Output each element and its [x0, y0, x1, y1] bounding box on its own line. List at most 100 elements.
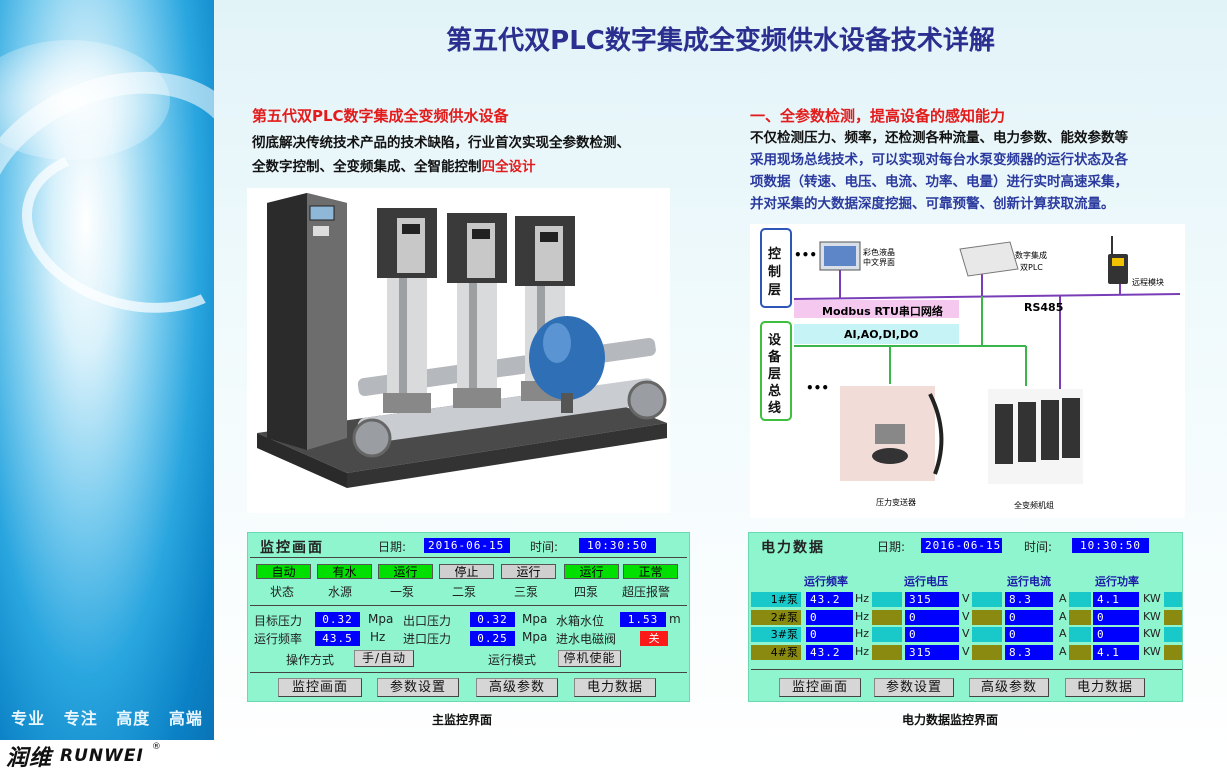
pump2-freq: 0 [806, 610, 853, 625]
row3-spacer-b [972, 627, 1002, 642]
logo-cn: 润维 [6, 745, 53, 771]
left-line-1: 彻底解决传统技术产品的技术缺陷，行业首次实现全参数检测、 [252, 135, 630, 151]
right-heading: 一、全参数检测，提高设备的感知能力 [750, 107, 1006, 125]
pump4-power-unit: KW [1143, 645, 1161, 658]
header-voltage: 运行电压 [904, 575, 948, 588]
pump1-power: 4.1 [1093, 592, 1139, 607]
target-pressure-value[interactable]: 0.32 [315, 612, 360, 627]
outlet-pressure-unit: Mpa [522, 612, 548, 626]
left-heading: 第五代双PLC数字集成全变频供水设备 [252, 107, 509, 125]
power-nav-power-button[interactable]: 电力数据 [1065, 678, 1145, 697]
row1-spacer-d [1164, 592, 1182, 607]
row3-spacer-d [1164, 627, 1182, 642]
row4-spacer-d [1164, 645, 1182, 660]
logo-en: RUNWEI [60, 745, 144, 766]
status-pump4: 运行 [564, 564, 619, 579]
pump1-current-unit: A [1059, 592, 1067, 605]
pump-name-1: 1#泵 [751, 592, 801, 607]
pump-name-2: 2#泵 [751, 610, 801, 625]
row2-spacer-b [972, 610, 1002, 625]
pump-name-3: 3#泵 [751, 627, 801, 642]
monitor-date-label: 日期: [378, 540, 407, 554]
left-line-2: 全数字控制、全变频集成、全智能控制四全设计 [252, 155, 712, 179]
touch-label-1: 彩色液晶 [863, 248, 895, 257]
tank-level-unit: m [669, 612, 681, 626]
monitor-time-label: 时间: [530, 540, 559, 554]
label-pump4: 四泵 [574, 585, 599, 599]
right-line-4: 并对采集的大数据深度挖掘、可靠预警、创新计算获取流量。 [750, 196, 1115, 212]
nav-monitor-button[interactable]: 监控画面 [278, 678, 362, 697]
row4-spacer-c [1069, 645, 1091, 660]
control-layer-label: 控制层 [768, 247, 782, 298]
pump3-volt: 0 [905, 627, 959, 642]
device-layer-label: 设备层总线 [768, 333, 782, 416]
power-nav-advanced-button[interactable]: 高级参数 [969, 678, 1049, 697]
row4-spacer-b [972, 645, 1002, 660]
ellipsis-bottom: ••• [806, 381, 830, 395]
pump1-current: 8.3 [1005, 592, 1053, 607]
tank-level-label: 水箱水位 [556, 614, 605, 628]
nav-power-button[interactable]: 电力数据 [574, 678, 656, 697]
registered-mark: ® [151, 742, 161, 752]
system-architecture-diagram: 控制层 设备层总线 ••• ••• 彩色液晶 中文界面 数字集成 双PLC 远程… [750, 224, 1185, 518]
pump2-current-unit: A [1059, 610, 1067, 623]
main-monitor-screen: 监控画面 日期: 2016-06-15 时间: 10:30:50 自动 有水 运… [247, 532, 690, 702]
nav-params-button[interactable]: 参数设置 [377, 678, 459, 697]
plc-label-2: 双PLC [1020, 263, 1043, 272]
right-line-1: 不仅检测压力、频率，还检测各种流量、电力参数、能效参数等 [750, 130, 1128, 146]
power-caption: 电力数据监控界面 [902, 713, 999, 727]
pump4-current: 8.3 [1005, 645, 1053, 660]
row2-spacer-a [872, 610, 902, 625]
pump3-current-unit: A [1059, 627, 1067, 640]
monitor-caption: 主监控界面 [432, 713, 493, 727]
inlet-pressure-value: 0.25 [470, 631, 515, 646]
remote-module-label: 远程模块 [1132, 278, 1164, 287]
status-pump1: 运行 [378, 564, 433, 579]
pump2-power-unit: KW [1143, 610, 1161, 623]
op-mode-label: 操作方式 [286, 653, 335, 667]
run-mode-button[interactable]: 停机使能 [558, 650, 621, 667]
op-mode-button[interactable]: 手/自动 [354, 650, 414, 667]
inlet-pressure-unit: Mpa [522, 630, 548, 644]
row1-spacer-c [1069, 592, 1091, 607]
power-data-screen: 电力数据 日期: 2016-06-15 时间: 10:30:50 运行频率 运行… [748, 532, 1183, 702]
nav-advanced-button[interactable]: 高级参数 [476, 678, 558, 697]
header-power: 运行功率 [1095, 575, 1139, 588]
slogan: 专业 专注 高度 高端 [11, 709, 203, 728]
pump-unit-image [247, 188, 670, 513]
power-title: 电力数据 [761, 540, 825, 556]
left-line-2-highlight: 四全设计 [481, 159, 536, 175]
power-nav-monitor-button[interactable]: 监控画面 [779, 678, 861, 697]
status-overpressure: 正常 [623, 564, 678, 579]
inlet-pressure-label: 进口压力 [403, 632, 452, 646]
run-mode-label: 运行模式 [488, 653, 537, 667]
pump3-freq-unit: Hz [855, 627, 870, 640]
monitor-title: 监控画面 [260, 540, 324, 556]
water-splash-banner [0, 0, 214, 740]
outlet-pressure-label: 出口压力 [403, 614, 452, 628]
right-line-3: 项数据（转速、电压、电流、功率、电量）进行实时高速采集， [750, 174, 1128, 190]
tank-level-value: 1.53 [620, 612, 666, 627]
pump1-volt: 315 [905, 592, 959, 607]
pump2-volt-unit: V [962, 610, 970, 623]
power-nav-params-button[interactable]: 参数设置 [874, 678, 954, 697]
header-current: 运行电流 [1007, 575, 1051, 588]
power-time: 10:30:50 [1072, 538, 1149, 553]
row1-spacer-b [972, 592, 1002, 607]
run-freq-value: 43.5 [315, 631, 360, 646]
row2-spacer-c [1069, 610, 1091, 625]
label-pump2: 二泵 [452, 585, 477, 599]
row1-spacer-a [872, 592, 902, 607]
label-water: 水源 [328, 585, 353, 599]
valve-state-indicator[interactable]: 关 [640, 631, 668, 646]
pump1-power-unit: KW [1143, 592, 1161, 605]
modbus-bus-label: Modbus RTU串口网络 [822, 305, 943, 318]
pump-name-4: 4#泵 [751, 645, 801, 660]
power-date: 2016-06-15 [921, 538, 1002, 553]
plc-label-1: 数字集成 [1015, 251, 1047, 260]
pump4-power: 4.1 [1093, 645, 1139, 660]
pump3-volt-unit: V [962, 627, 970, 640]
ellipsis-top: ••• [794, 248, 818, 262]
pump1-freq: 43.2 [806, 592, 853, 607]
sensor-label: 压力变送器 [876, 498, 916, 507]
